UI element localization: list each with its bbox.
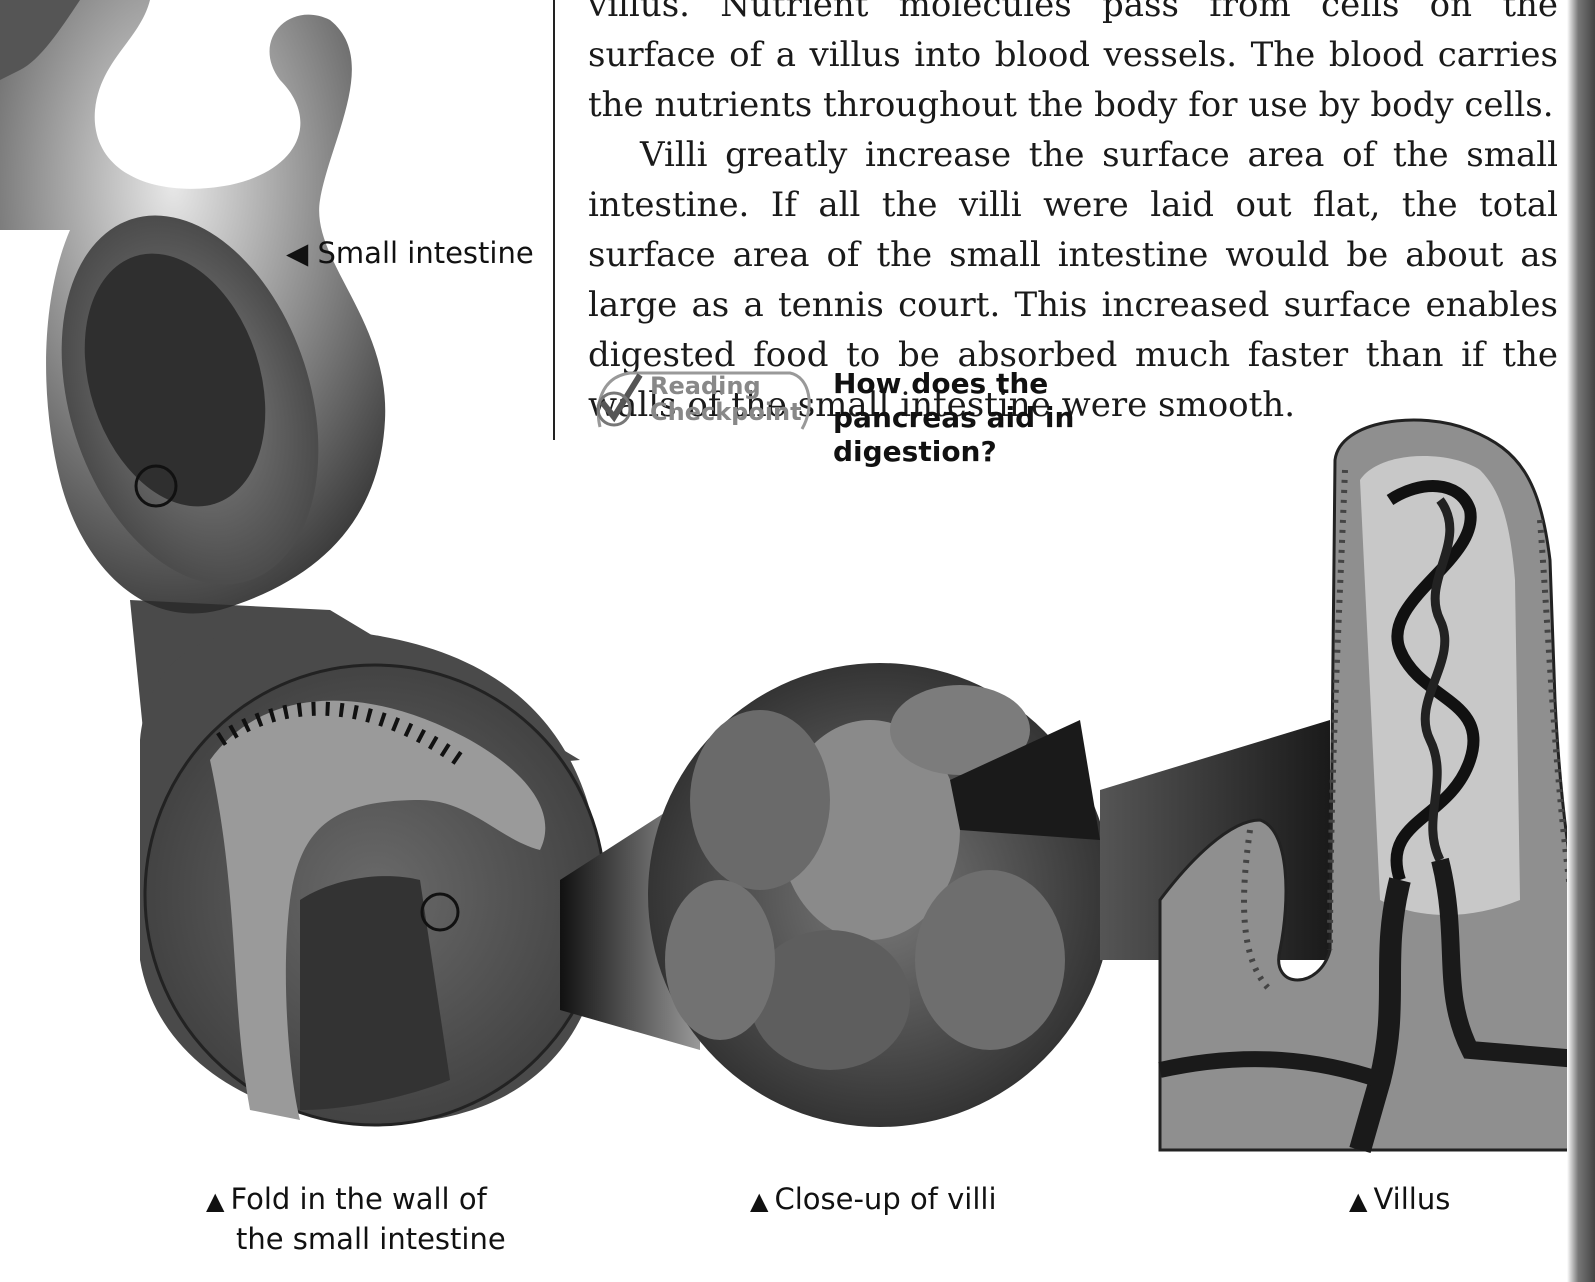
label-small-intestine: ◀ Small intestine [286,236,534,270]
column-rule [553,0,555,440]
triangle-marker-icon: ▲ [206,1187,224,1215]
caption-closeup-text: Close-up of villi [774,1182,996,1216]
checkpoint-badge-line2: Checkpoint [650,399,802,425]
caption-villus: ▲Villus [1349,1180,1450,1220]
page-edge-shadow [1567,0,1595,1282]
caption-fold-line2: the small intestine [206,1220,526,1258]
caption-closeup: ▲Close-up of villi [750,1180,997,1220]
small-intestine-drawing [0,0,385,618]
reading-checkpoint: Reading Checkpoint How does the pancreas… [590,365,1190,445]
triangle-marker-icon: ▲ [1349,1187,1367,1215]
checkpoint-badge-line1: Reading [650,373,761,399]
checkpoint-question: How does the pancreas aid in digestion? [833,367,1193,469]
caption-villus-text: Villus [1373,1182,1450,1216]
body-paragraph-1: villus. Nutrient molecules pass from cel… [588,0,1558,130]
triangle-marker-icon: ▲ [750,1187,768,1215]
closeup-circle-drawing [648,663,1112,1127]
caption-fold-line1: Fold in the wall of [230,1182,486,1216]
fold-circle-drawing [140,628,605,1125]
caption-fold: ▲Fold in the wall of the small intestine [206,1180,526,1258]
